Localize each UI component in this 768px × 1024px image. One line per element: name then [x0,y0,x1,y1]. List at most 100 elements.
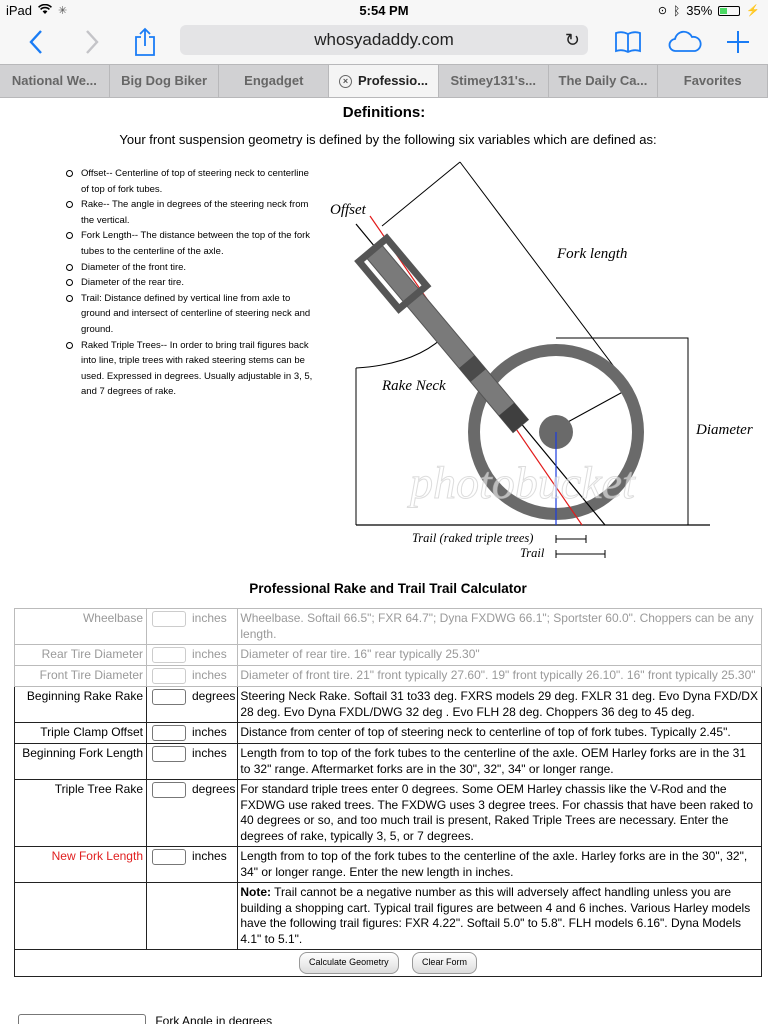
note-label: Note: [240,885,272,899]
tab-5[interactable]: The Daily Ca... [549,65,659,97]
tab-label: Stimey131's... [450,73,536,88]
field-input[interactable] [152,611,186,627]
field-input[interactable] [152,746,186,762]
definitions-title: Definitions: [342,104,426,121]
status-time: 5:54 PM [359,3,409,18]
battery-percent: 35% [686,3,713,18]
field-input-cell: inches [145,665,239,687]
orientation-lock-icon: ⊙ [657,5,668,17]
field-unit: inches [192,746,227,761]
calculator-title: Professional Rake and Trail Trail Calcul… [249,581,527,596]
field-input-cell: inches [145,608,239,645]
label-trail: Trail [520,546,545,560]
tab-3[interactable]: × Professio... [329,65,439,97]
label-diameter: Diameter [695,422,753,438]
field-label: Rear Tire Diameter [14,644,147,666]
fork-angle-row: Fork Angle in degrees [18,1014,768,1024]
field-unit: inches [192,668,227,683]
field-description: Diameter of front tire. 21" front typica… [237,665,762,687]
fork-geometry-diagram: Offset Fork length Rake Neck Diameter Tr… [330,161,753,560]
tab-label: The Daily Ca... [558,73,648,88]
charging-icon: ⚡ [746,5,760,17]
calculator-row: Front Tire Diameter inches Diameter of fro… [14,665,762,687]
label-rake-neck: Rake Neck [381,378,446,394]
photobucket-watermark: photobucket [407,457,636,508]
calculator-row: New Fork Length inches Length from to top … [14,846,762,883]
field-unit: inches [192,849,227,864]
tab-2[interactable]: Engadget [219,65,330,97]
definition-item: Diameter of the front tire. [66,260,316,276]
field-input[interactable] [152,668,186,684]
field-description: Wheelbase. Softail 66.5"; FXR 64.7"; Dyn… [237,608,762,645]
definition-item: Offset-- Centerline of top of steering n… [66,166,316,197]
field-label: New Fork Length [14,846,147,883]
field-input[interactable] [152,647,186,663]
page-content: Definitions: Your front suspension geome… [0,98,768,1024]
fork-angle-label: Fork Angle in degrees [155,1014,273,1024]
fork-angle-output[interactable] [18,1014,146,1024]
label-fork-length: Fork length [556,246,627,262]
field-input-cell: inches [145,743,239,780]
fork-tube [354,233,530,434]
activity-spinner-icon: ✳ [58,5,68,17]
tab-label: Favorites [683,73,742,88]
field-input-cell: inches [145,722,239,744]
field-label: Beginning Fork Length [14,743,147,780]
back-button[interactable] [22,26,50,58]
definition-item: Diameter of the rear tire. [66,275,316,291]
definitions-list: Offset-- Centerline of top of steering n… [66,166,316,400]
definition-item: Raked Triple Trees-- In order to bring t… [66,338,316,400]
tab-0[interactable]: National We... [0,65,110,97]
field-input[interactable] [152,849,186,865]
label-trail-raked: Trail (raked triple trees) [412,531,533,545]
field-input-cell: degrees [145,779,239,847]
field-unit: inches [192,647,227,662]
tab-4[interactable]: Stimey131's... [439,65,549,97]
calculate-geometry-button[interactable]: Calculate Geometry [299,952,399,974]
calculator-row: Beginning Fork Length inches Length from t… [14,743,762,780]
field-description: For standard triple trees enter 0 degree… [237,779,762,847]
icloud-tabs-button[interactable] [666,26,704,58]
wifi-icon [38,3,52,18]
field-input-cell: inches [145,846,239,883]
field-label: Front Tire Diameter [14,665,147,687]
tab-6[interactable]: Favorites [658,65,768,97]
field-unit: degrees [192,782,236,797]
definition-item: Trail: Distance defined by vertical line… [66,291,316,338]
tab-label: Professio... [357,73,429,88]
field-input[interactable] [152,725,186,741]
field-label: Beginning Rake Rake [14,686,147,723]
forward-button[interactable] [78,26,106,58]
definition-item: Fork Length-- The distance between the t… [66,228,316,259]
close-tab-icon[interactable]: × [338,75,352,89]
field-unit: inches [192,611,227,626]
diameter-bracket [556,337,689,525]
address-bar[interactable]: whosyadaddy.com ↻ [180,25,588,55]
calculator-row: Rear Tire Diameter inches Diameter of rear… [14,644,762,666]
field-input-cell: degrees [145,686,239,723]
browser-toolbar: whosyadaddy.com ↻ [0,22,768,64]
bookmarks-button[interactable] [612,26,644,58]
field-input[interactable] [152,782,186,798]
share-button[interactable] [130,26,160,58]
fork-length-dimension [459,161,631,389]
field-description: Length from to top of the fork tubes to … [237,743,762,780]
field-description: Length from to top of the fork tubes to … [237,846,762,883]
field-description: Diameter of rear tire. 16" rear typicall… [237,644,762,666]
tab-label: National We... [11,73,97,88]
bluetooth-icon: ᛒ [673,3,681,18]
field-label: Triple Clamp Offset [14,722,147,744]
field-unit: degrees [192,689,236,704]
new-tab-button[interactable] [724,26,752,58]
field-description: Steering Neck Rake. Softail 31 to33 deg.… [237,686,762,723]
clear-form-button[interactable]: Clear Form [411,952,477,974]
reload-button[interactable]: ↻ [564,30,580,50]
url-text: whosyadaddy.com [314,30,454,49]
field-input[interactable] [152,689,186,705]
field-label: Triple Tree Rake [14,779,147,847]
tab-1[interactable]: Big Dog Biker [110,65,220,97]
